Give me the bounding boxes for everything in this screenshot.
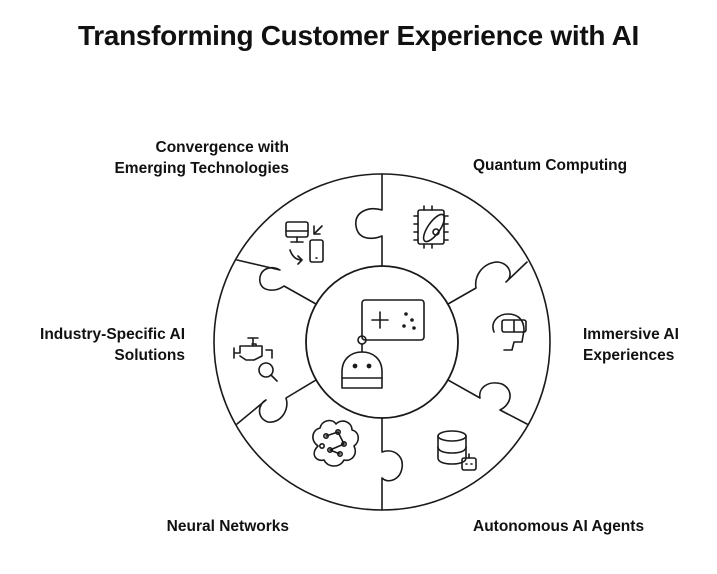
devices-sync-icon <box>285 221 324 265</box>
divider-upper-right <box>447 261 528 305</box>
outer-ring <box>213 173 551 511</box>
label-line: Immersive AI <box>583 326 679 343</box>
divider-bottom <box>381 417 404 511</box>
label-autonomous: Autonomous AI Agents <box>473 516 644 537</box>
database-robot-icon <box>437 430 477 471</box>
label-line: Convergence with <box>155 139 290 156</box>
divider-top <box>355 173 383 267</box>
center-hub <box>305 265 459 419</box>
label-line: Solutions <box>114 347 185 364</box>
label-convergence: Convergence with Emerging Technologies <box>114 137 289 179</box>
label-industry: Industry-Specific AI Solutions <box>40 324 185 366</box>
vr-headset-icon <box>492 313 527 351</box>
label-line: Neural Networks <box>166 518 289 535</box>
industry-search-icon <box>233 337 278 382</box>
label-immersive: Immersive AI Experiences <box>583 324 679 366</box>
label-line: Emerging Technologies <box>114 160 289 177</box>
label-line: Experiences <box>583 347 675 364</box>
quantum-chip-icon <box>413 205 449 249</box>
divider-upper-left <box>236 259 317 305</box>
label-line: Quantum Computing <box>473 157 628 174</box>
diagram-title: Transforming Customer Experience with AI <box>77 20 640 51</box>
divider-lower-right <box>447 379 528 425</box>
brain-network-icon <box>312 419 360 467</box>
label-neural: Neural Networks <box>167 516 289 537</box>
label-line: Autonomous AI Agents <box>473 518 645 535</box>
divider-lower-left <box>236 379 317 425</box>
label-line: Industry-Specific AI <box>40 326 185 343</box>
label-quantum: Quantum Computing <box>473 155 627 176</box>
ai-robot-screen-icon <box>341 299 425 389</box>
